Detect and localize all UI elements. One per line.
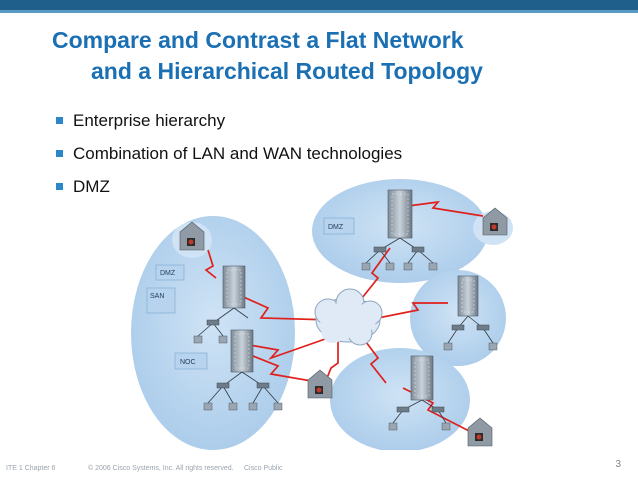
wan-links [204,200,484,434]
campus-area-left [131,216,295,450]
bullet-item: DMZ [56,176,402,209]
pc-icon [488,342,498,351]
switch-icon [451,324,465,331]
wan-cloud [314,288,383,346]
wan-link [227,289,334,321]
wan-link [407,200,484,217]
switch-icon [206,319,220,326]
pc-icon [228,402,238,411]
pc-icon [443,342,453,351]
switch-icon [411,246,425,253]
dmz-label-top: DMZ [328,224,344,231]
switch-icon [216,382,230,389]
bullet-text: Enterprise hierarchy [73,111,226,130]
switch-icon [431,406,445,413]
pc-icon [193,335,203,344]
slide-footer: ITE 1 Chapter 6 © 2006 Cisco Systems, In… [0,462,638,476]
building-icon [410,355,434,401]
switch-icon [373,246,387,253]
pc-icon [428,262,438,271]
remote-office-icon [179,221,205,251]
san-zone: SAN [146,287,176,314]
dmz-zone-left: DMZ [155,264,185,281]
wan-link [377,302,448,319]
san-label: SAN [150,293,164,300]
pc-icon [361,262,371,271]
bullet-square-icon [56,117,63,124]
switch-icon [256,382,270,389]
lan-tree [197,237,494,424]
noc-zone: NOC [174,352,208,370]
footer-copyright: © 2006 Cisco Systems, Inc. All rights re… [88,465,234,472]
page-number: 3 [615,459,621,470]
wan-link [357,247,391,304]
footer-classification: Cisco Public [244,465,283,472]
top-banner [0,0,638,13]
pc-icon [248,402,258,411]
bullet-text: Combination of LAN and WAN technologies [73,144,403,163]
pc-icon [273,402,283,411]
dmz-label-left: DMZ [160,270,176,277]
building-icon [230,329,254,373]
building-icon [222,265,246,309]
banner-stripe [0,10,638,13]
network-topology-diagram: DMZ DMZ SAN NOC [131,179,513,450]
campus-area-right [410,270,506,366]
pc-icon [385,262,395,271]
pc-icon [441,422,451,431]
bullet-item: Enterprise hierarchy [56,110,402,143]
bullet-list: Enterprise hierarchy Combination of LAN … [56,110,402,209]
slide-title: Compare and Contrast a Flat Network and … [52,25,622,87]
footer-course: ITE 1 Chapter 6 [6,465,56,472]
bullet-square-icon [56,183,63,190]
bullet-square-icon [56,150,63,157]
switch-icon [476,324,490,331]
pc-icon [218,335,228,344]
wan-link [237,337,329,360]
remote-office-icon [467,417,493,447]
pc-icon [203,402,213,411]
wan-link [204,249,217,279]
building-icon [457,275,479,317]
wan-link [362,337,387,384]
switch-icon [396,406,410,413]
dmz-zone-top: DMZ [323,217,355,235]
bullet-text: DMZ [73,177,110,196]
wan-link [237,349,324,384]
remote-office-icon [307,369,333,399]
pc-icon [388,422,398,431]
remote-office-icon [482,207,508,236]
building-icon [387,189,413,239]
bullet-item: Combination of LAN and WAN technologies [56,143,402,176]
campus-area-bottom-right [330,348,470,450]
pc-icon [403,262,413,271]
title-line-2: and a Hierarchical Routed Topology [91,58,483,84]
noc-label: NOC [180,359,196,366]
title-line-1: Compare and Contrast a Flat Network [52,27,464,53]
